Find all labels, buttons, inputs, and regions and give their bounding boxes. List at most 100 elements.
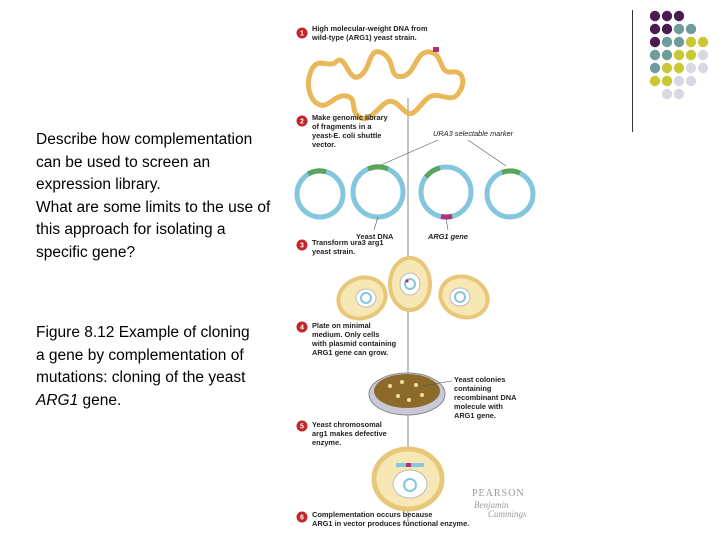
colony [388,384,392,388]
ura3-marker-label: URA3 selectable marker [433,129,514,138]
step-5-line-3: enzyme. [312,438,341,447]
dot [661,10,673,22]
step-5: 5 Yeast chromosomal arg1 makes defective… [296,420,387,447]
colonies-label-1: Yeast colonies [454,375,505,384]
step-4-number: 4 [300,325,304,332]
dot [697,36,709,48]
publisher-name: PEARSON [472,488,525,499]
dot [649,36,661,48]
publisher-sub-2: Cummings [488,509,527,519]
colonies-label-2: containing [454,384,492,393]
step-6-number-circle [296,511,308,523]
yeast-cell-1 [336,275,388,321]
plasmid-2 [350,164,406,220]
step-5-line-1: Yeast chromosomal [312,420,382,429]
publisher-sub-1: Benjamin [474,500,509,510]
dot [685,62,697,74]
step-2-line-4: vector. [312,140,336,149]
dot [649,62,661,74]
cell-3-plasmid [454,291,466,303]
step-6-line-1: Complementation occurs because [312,510,432,519]
step-6-line-2: ARG1 in vector produces functional enzym… [312,519,469,528]
step-1-number-circle [296,27,308,39]
colonies-label-5: ARG1 gene. [454,411,496,420]
step-4-line-4: ARG1 gene can grow. [312,348,388,357]
dot [649,75,661,87]
arg1-gene-label: ARG1 gene [427,232,468,241]
cell-2-arg1-dot [405,279,409,283]
yeast-cell-3 [438,274,490,320]
plasmid-3-marker [424,165,441,179]
plasmid-1-marker [306,168,327,177]
plasmid-3-arg1-insert [440,213,453,220]
dot [697,62,709,74]
dot [649,49,661,61]
figure-caption: Figure 8.12 Example of cloning a gene by… [36,322,256,412]
dot [673,10,685,22]
decorative-divider-line [632,10,633,132]
step-4-line-1: Plate on minimal [312,321,371,330]
dot [673,75,685,87]
dot [673,36,685,48]
step-5-line-2: arg1 makes defective [312,429,387,438]
cell-1-plasmid [360,292,372,304]
step-3-number-circle [296,239,308,251]
step-4-line-2: medium. Only cells [312,330,379,339]
colonies-label-3: recombinant DNA [454,393,517,402]
step-5-number: 5 [300,424,304,431]
arg1-gene-marker [433,47,439,52]
chromosome-arg1 [406,463,411,467]
step-5-number-circle [296,420,308,432]
caption-prefix: Figure 8.12 Example of cloning a gene by… [36,324,250,386]
question-describe: Describe how complementation can be used… [36,131,253,193]
step-2: 2 Make genomic library of fragments in a… [296,113,388,149]
yeast-cell-2 [388,256,432,312]
cell-3-nucleus [449,287,471,307]
ura3-pointer-left [373,139,439,169]
dot-row-6 [649,75,697,87]
dot [685,49,697,61]
dot-row-4 [649,49,709,61]
dot-row-2 [649,23,697,35]
step-4: 4 Plate on minimal medium. Only cells wi… [296,321,397,357]
step-2-line-3: yeast-E. coli shuttle [312,131,381,140]
colony [420,393,424,397]
cell-2-nucleus [399,272,421,296]
question-limits: What are some limits to the use of this … [36,198,271,261]
dot [661,49,673,61]
dot [685,36,697,48]
step-2-number: 2 [300,119,304,126]
dot-row-7 [661,88,685,100]
yeast-dna-pointer [373,216,379,231]
step-1-line-1: High molecular-weight DNA from [312,24,428,33]
plasmid-2-ring [350,164,406,220]
dot [661,75,673,87]
dot [673,49,685,61]
cell-2-plasmid [404,278,416,290]
decorative-dot-grid [649,10,709,100]
petri-dish [368,372,446,416]
step-1-number: 1 [300,31,304,38]
dot [673,23,685,35]
plasmid-3 [418,164,474,220]
dot [685,23,697,35]
plasmid-1-ring [294,168,346,220]
colonies-pointer [421,380,453,387]
dot-row-3 [649,36,709,48]
step-1-line-2: wild-type (ARG1) yeast strain. [311,33,417,42]
step-3-line-1: Transform ura3 arg1 [312,238,383,247]
step-2-line-2: of fragments in a [312,122,372,131]
cell-1-nucleus [355,288,377,308]
colonies-label-4: molecule with [454,402,503,411]
step-6: 6 Complementation occurs because ARG1 in… [296,510,469,528]
big-cell-plasmid [403,478,417,492]
colony [407,398,411,402]
dot [661,36,673,48]
dot-row-1 [649,10,685,22]
dot [661,23,673,35]
plasmid-1 [294,168,346,220]
step-4-number-circle [296,321,308,333]
dot [661,88,673,100]
step-3-number: 3 [300,243,304,250]
plasmid-2-marker [367,164,389,172]
